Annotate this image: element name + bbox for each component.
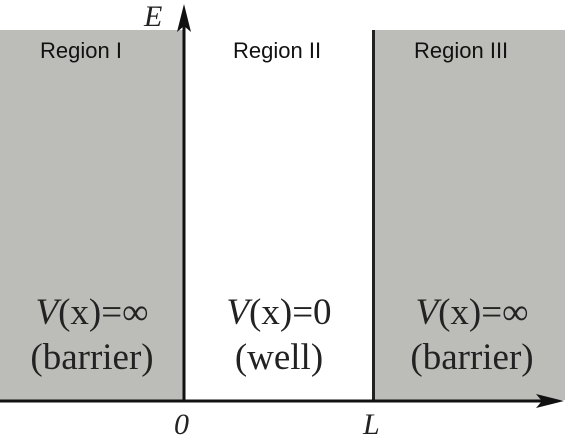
- region-3-description: (barrier): [410, 337, 534, 379]
- potential-value: =∞: [481, 292, 529, 333]
- potential-value: =0: [292, 292, 332, 333]
- origin-label: 0: [174, 408, 189, 441]
- region-2-description: (well): [234, 337, 324, 379]
- region-3-title: Region III: [414, 38, 509, 63]
- well-width-label: L: [363, 408, 380, 441]
- region-3-potential-equation: V(x)=∞: [397, 290, 547, 335]
- region-2-potential: V(x)=0 (well): [207, 290, 351, 380]
- region-1-title: Region I: [40, 38, 122, 63]
- region-3-barrier-fill: [374, 30, 565, 400]
- region-3-potential: V(x)=∞ (barrier): [397, 290, 547, 380]
- energy-axis-label: E: [144, 0, 163, 33]
- region-1-potential-equation: V(x)=∞: [17, 290, 167, 335]
- potential-function-symbol: V: [35, 292, 59, 333]
- potential-value: =∞: [101, 292, 149, 333]
- region-2-potential-equation: V(x)=0: [207, 290, 351, 335]
- potential-argument: (x): [438, 292, 482, 333]
- region-2-title: Region II: [233, 38, 322, 63]
- region-1-barrier-fill: [0, 30, 184, 400]
- right-wall-line: [372, 30, 375, 400]
- x-axis-arrowhead: [536, 394, 564, 408]
- potential-argument: (x): [249, 292, 293, 333]
- potential-argument: (x): [58, 292, 102, 333]
- region-1-description: (barrier): [30, 337, 154, 379]
- potential-function-symbol: V: [415, 292, 439, 333]
- potential-function-symbol: V: [226, 292, 250, 333]
- region-1-potential: V(x)=∞ (barrier): [17, 290, 167, 380]
- y-axis-arrowhead: [177, 4, 191, 32]
